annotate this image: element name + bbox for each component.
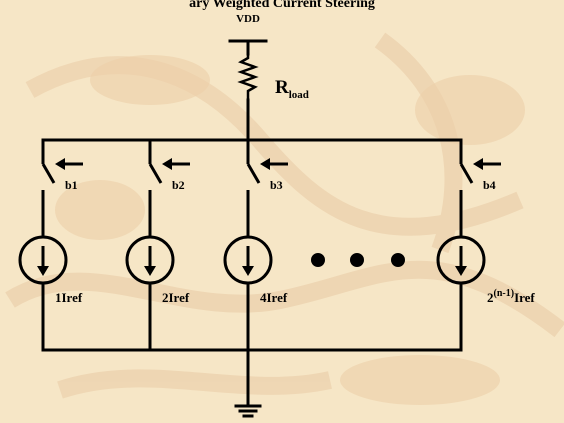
background-blobs — [55, 55, 525, 405]
control-arrow-icon — [260, 158, 270, 170]
load-resistor — [237, 54, 259, 100]
current-source-3 — [223, 235, 273, 285]
switch-label-b2: b2 — [172, 178, 185, 192]
current-arrow-icon — [144, 266, 156, 276]
switch-label-b1: b1 — [65, 178, 78, 192]
ellipsis-dot — [350, 253, 364, 267]
current-source-1 — [18, 235, 68, 285]
source-label-4Iref: 4Iref — [260, 290, 288, 305]
current-arrow-icon — [242, 266, 254, 276]
ellipsis-dot — [391, 253, 405, 267]
resistor-label: Rload — [275, 77, 309, 101]
switch-2 — [148, 163, 163, 184]
source-label-2Iref: 2Iref — [162, 290, 190, 305]
ground-icon — [234, 404, 262, 418]
switch-4 — [459, 163, 474, 184]
switch-label-b3: b3 — [270, 178, 283, 192]
ellipsis-dot — [311, 253, 325, 267]
control-arrow-icon — [162, 158, 172, 170]
source-label-last: 2(n-1)Iref — [487, 288, 535, 305]
switch-label-b4: b4 — [483, 178, 496, 192]
heading-text: ary Weighted Current Steering — [189, 0, 375, 11]
current-arrow-icon — [455, 266, 467, 276]
current-source-4 — [436, 235, 486, 285]
vdd-label: VDD — [236, 13, 260, 25]
current-source-2 — [125, 235, 175, 285]
control-arrow-icon — [473, 158, 483, 170]
ellipsis — [311, 253, 405, 267]
current-arrow-icon — [37, 266, 49, 276]
control-arrow-icon — [55, 158, 65, 170]
switch-3 — [246, 163, 261, 184]
source-label-1Iref: 1Iref — [55, 290, 83, 305]
switch-1 — [41, 163, 56, 184]
